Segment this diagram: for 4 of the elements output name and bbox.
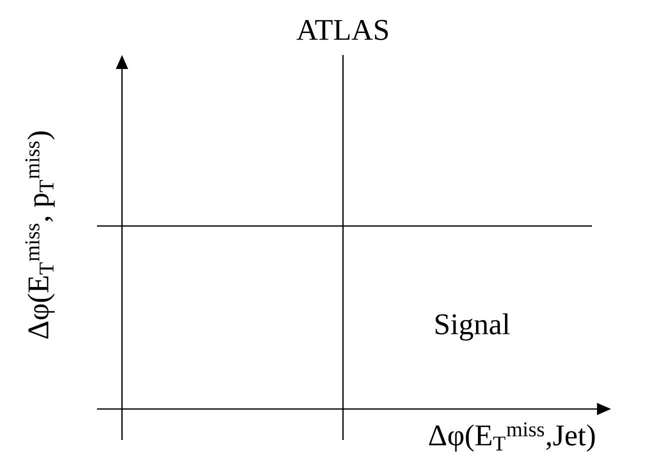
chart-title: ATLAS (296, 20, 388, 40)
axis-label: Δφ(E$_{T}$$^{miss}$,Jet) (429, 422, 595, 452)
region-label: Signal (436, 313, 510, 341)
axis-label: Δφ(E$_{T}$$^{miss}$, p$_{T}$$^{miss}$) (25, 132, 55, 339)
